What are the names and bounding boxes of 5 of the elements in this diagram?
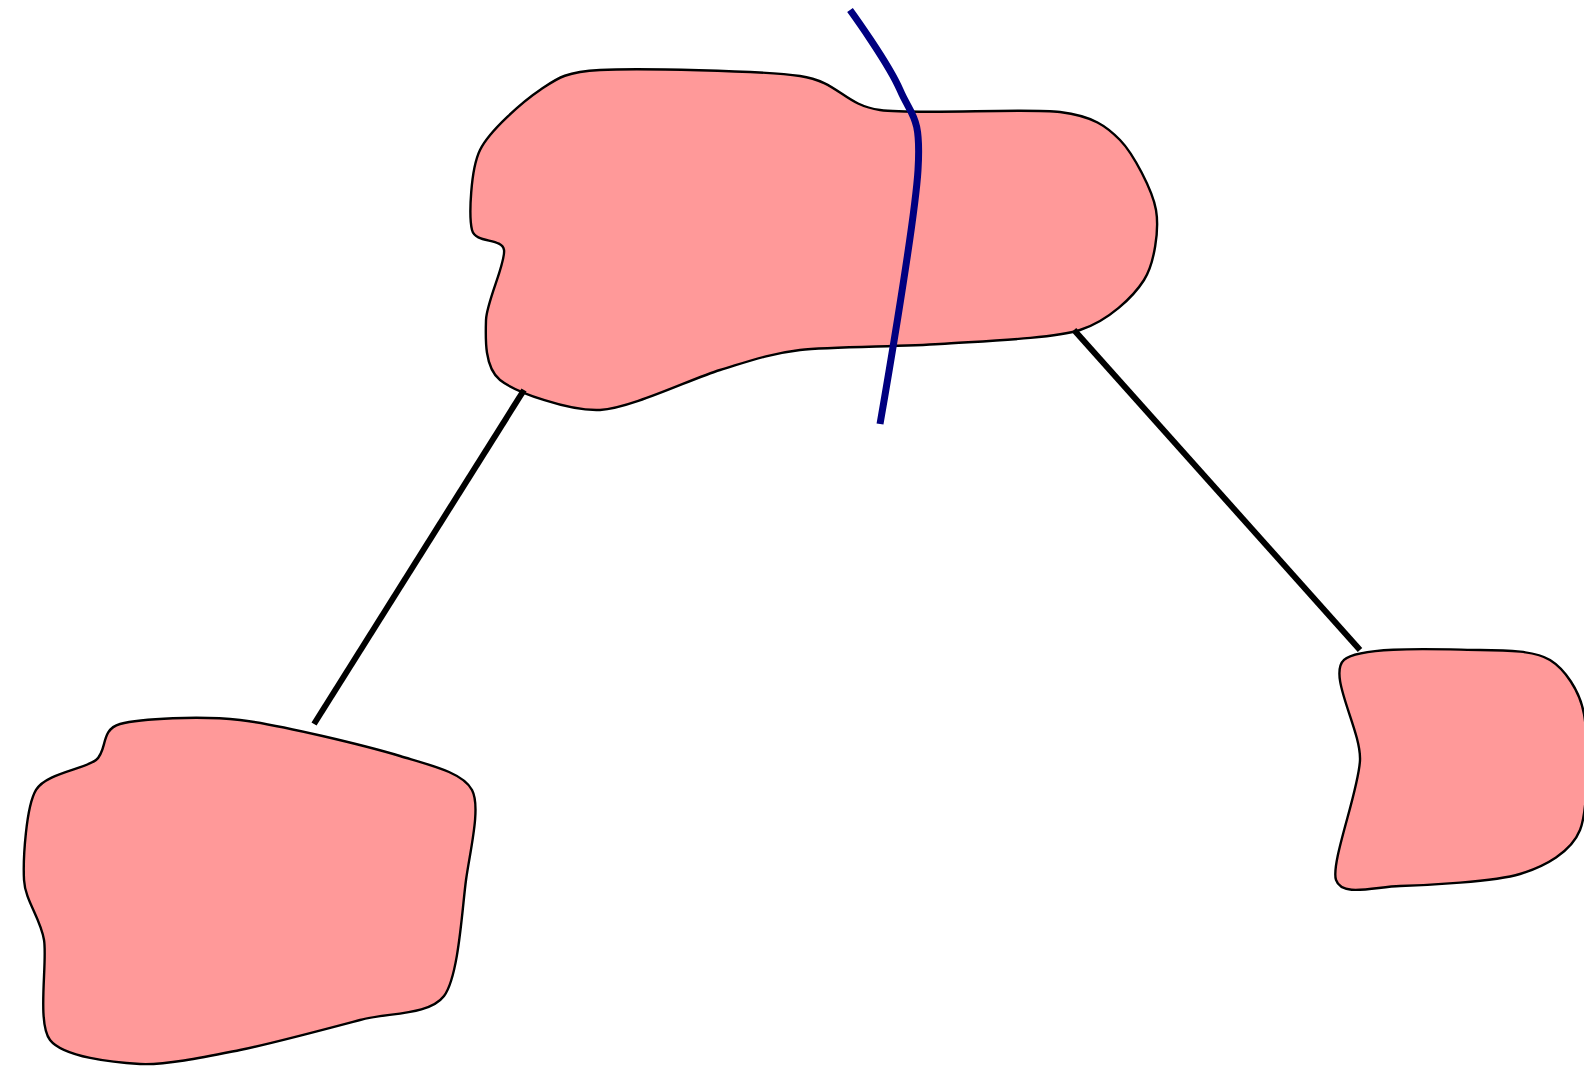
blob-shape (1334, 647, 1584, 892)
connector-line (311, 388, 527, 726)
blob-shape (469, 68, 1159, 412)
connector-line (1071, 328, 1363, 652)
blob-shape (22, 716, 477, 1066)
